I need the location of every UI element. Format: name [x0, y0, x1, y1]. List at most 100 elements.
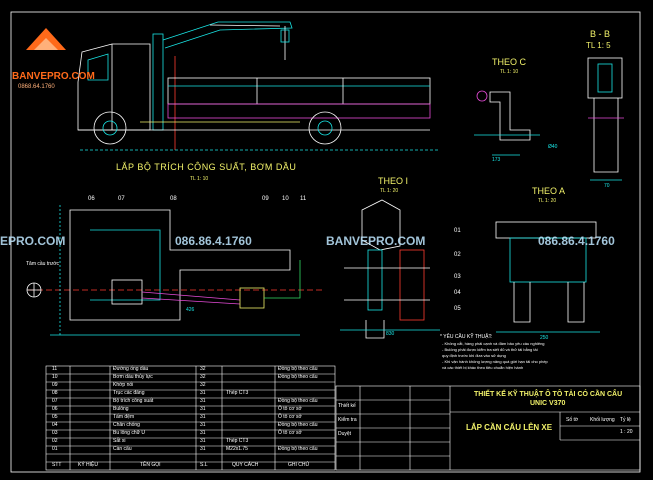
- callout-08: 08: [170, 196, 177, 202]
- callout-04: 04: [454, 290, 461, 296]
- title-b-b: B - B: [590, 29, 611, 39]
- bom-cell-stt: 11: [52, 366, 58, 372]
- title-block-approve: Duyệt: [338, 431, 352, 437]
- callout-02: 02: [454, 252, 461, 258]
- bom-cell-qty: 32: [200, 366, 206, 372]
- dim-250: 250: [540, 335, 549, 341]
- detail-theo-a: [495, 221, 600, 333]
- bom-cell-name: Khớp nối: [113, 382, 134, 388]
- banvepro-logo-mark: [26, 28, 66, 50]
- title-theo-c: THEO C: [492, 57, 527, 67]
- notes-line-1: - Không cắt, hàng phải cạnh và đảm bảo y…: [442, 341, 545, 346]
- bom-cell-spec: Thép CT3: [226, 390, 249, 396]
- title-main-view-scale: TL 1: 10: [190, 176, 209, 182]
- dim-426: 426: [186, 307, 195, 313]
- callout-09: 09: [262, 196, 269, 202]
- dim-o40: Ø40: [548, 144, 558, 150]
- bom-cell-qty: 31: [200, 414, 206, 420]
- notes-title: * YÊU CẦU KỸ THUẬT:: [440, 334, 493, 340]
- bom-cell-qty: 32: [200, 374, 206, 380]
- bom-cell-qty: 31: [200, 422, 206, 428]
- bom-cell-qty: 31: [200, 406, 206, 412]
- bom-cell-stt: 10: [52, 374, 58, 380]
- watermark-site-left: EPRO.COM: [0, 234, 66, 248]
- bom-cell-qty: 31: [200, 398, 206, 404]
- watermark-site-center: BANVEPRO.COM: [326, 234, 426, 248]
- bom-cell-qty: 31: [200, 438, 206, 444]
- callout-06: 06: [88, 196, 95, 202]
- bom-cell-name: Sắt xi: [113, 438, 126, 444]
- bom-cell-name: Bộ trích công suất: [113, 398, 154, 404]
- bom-cell-qty: 31: [200, 390, 206, 396]
- detail-b-b: [587, 57, 624, 181]
- dim-70: 70: [604, 183, 610, 189]
- bom-cell-stt: 06: [52, 406, 58, 412]
- bom-header-ghi-chu: GHI CHÚ: [288, 462, 310, 468]
- callout-07: 07: [118, 196, 125, 202]
- callout-01: 01: [454, 228, 461, 234]
- bom-cell-qty: 31: [200, 446, 206, 452]
- bom-cell-name: Đường ống dầu: [113, 366, 149, 372]
- bom-cell-note: Ô tô cơ sở: [278, 406, 302, 412]
- title-block-heading-1: THIẾT KẾ KỸ THUẬT Ô TÔ TẢI CÓ CẦN CẨU: [474, 391, 623, 398]
- callout-03: 03: [454, 274, 461, 280]
- title-block-drawing-name: LẮP CẦN CẨU LÊN XE: [466, 423, 553, 432]
- bom-cell-note: Đồng bộ theo cẩu: [278, 446, 318, 452]
- bom-cell-note: Ô tô cơ sở: [278, 430, 302, 436]
- logo-phone: 0868.64.1760: [18, 84, 55, 90]
- notes-line-5: và các thiết bị khác theo tiêu chuẩn hiệ…: [442, 365, 524, 370]
- bom-header-ten-goi: TÊN GỌI: [140, 462, 161, 468]
- bom-header-stt: STT: [52, 462, 62, 468]
- truck-side-view: [77, 21, 440, 151]
- bom-cell-stt: 01: [52, 446, 58, 452]
- bom-header-sl: S.L: [200, 462, 208, 468]
- title-block-scale: 1 : 20: [620, 429, 633, 435]
- title-block-design: Thiết kế: [338, 403, 356, 409]
- bom-cell-stt: 05: [52, 414, 58, 420]
- dim-830: 830: [386, 331, 395, 337]
- title-block-sheet-label: Số tờ: [566, 417, 579, 423]
- title-block-check: Kiểm tra: [338, 417, 357, 423]
- bom-cell-spec: Thép CT3: [226, 438, 249, 444]
- bom-cell-spec: M22x1.75: [226, 446, 248, 452]
- callout-10: 10: [282, 196, 289, 202]
- bom-cell-name: Bulông: [113, 406, 129, 412]
- bom-cell-stt: 07: [52, 398, 58, 404]
- title-theo-c-scale: TL 1: 10: [500, 69, 519, 75]
- bom-cell-stt: 04: [52, 422, 58, 428]
- logo-name: BANVEPRO.COM: [12, 71, 95, 82]
- title-theo-i-scale: TL 1: 20: [380, 188, 399, 194]
- bom-cell-note: Đồng bộ theo cẩu: [278, 398, 318, 404]
- dim-173: 173: [492, 157, 501, 163]
- bom-cell-qty: 32: [200, 382, 206, 388]
- bom-cell-name: Bu lông chữ U: [113, 430, 145, 436]
- bom-cell-name: Bơm dầu thủy lực: [113, 374, 153, 380]
- title-block-grid: [335, 385, 641, 471]
- bom-cell-name: Cần cẩu: [113, 446, 132, 452]
- bom-cell-qty: 31: [200, 430, 206, 436]
- title-main-view: LẮP BỘ TRÍCH CÔNG SUẤT, BƠM DẦU: [116, 162, 297, 172]
- label-tam-cau: Tâm cầu trước: [26, 261, 60, 267]
- title-theo-i: THEO I: [378, 176, 409, 186]
- notes-line-4: - Khi vận hành không lượng nâng quá giới…: [442, 359, 548, 364]
- bom-header-quy-cach: QUY CÁCH: [232, 462, 259, 468]
- bom-cell-stt: 09: [52, 382, 58, 388]
- callout-05: 05: [454, 306, 461, 312]
- bom-cell-note: Đồng bộ theo cẩu: [278, 374, 318, 380]
- title-block-weight-label: Khối lượng: [590, 417, 615, 423]
- title-block-heading-2: UNIC V370: [530, 400, 566, 407]
- title-theo-a: THEO A: [532, 186, 566, 196]
- title-b-b-scale: TL 1: 5: [586, 41, 611, 50]
- bom-table-grid: [45, 365, 336, 471]
- bom-cell-name: Tấm đệm: [113, 414, 135, 420]
- bom-cell-stt: 08: [52, 390, 58, 396]
- callout-11: 11: [300, 196, 307, 202]
- notes-line-3: quy định trước khi đưa vào sử dụng: [442, 353, 506, 358]
- watermark-phone-1: 086.86.4.1760: [175, 234, 252, 248]
- title-theo-a-scale: TL 1: 20: [538, 198, 557, 204]
- bom-cell-stt: 02: [52, 438, 58, 444]
- watermark-phone-2: 086.86.4.1760: [538, 234, 615, 248]
- bom-cell-name: Chân chống: [113, 422, 140, 428]
